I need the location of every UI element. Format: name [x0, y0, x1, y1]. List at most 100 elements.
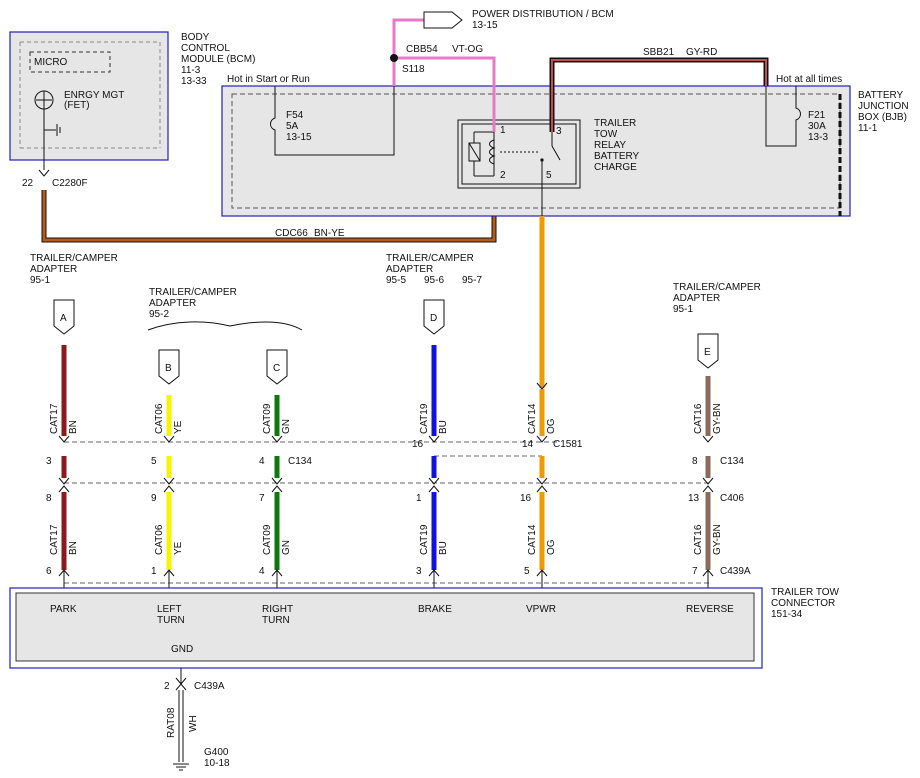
wire-e-pin-c406: 13: [688, 493, 700, 504]
f54-rating: 5A: [286, 121, 299, 132]
wire-c-pin-c439a: 4: [259, 566, 265, 577]
ground-ref: 10-18: [204, 758, 230, 769]
adapter-middle-brace: [147, 321, 303, 331]
bcm-title-1: BODY: [181, 32, 210, 43]
wire-column-b: B CAT06 YE CAT06 YE 5 9 1: [151, 349, 184, 588]
adapter-middle-line-2: ADAPTER: [149, 298, 196, 309]
func-brake: BRAKE: [418, 604, 452, 615]
c439a-label: C439A: [720, 566, 751, 577]
ground-wire: [173, 668, 189, 771]
bcm-module: MICRO ENRGY MGT (FET) BODY CONTROL MODUL…: [9, 31, 255, 170]
adapter-middle-line-1: TRAILER/CAMPER: [149, 287, 237, 298]
wire-og-color-bottom: OG: [546, 539, 557, 555]
trailer-tow-connector: [9, 587, 763, 669]
fuse-f54-icon: [270, 86, 395, 156]
wire-cbb54: [392, 18, 424, 86]
bcm-title-2: CONTROL: [181, 43, 230, 54]
wire-e-circuit-top: CAT16: [693, 403, 704, 434]
wire-d-color-top: BU: [438, 420, 449, 434]
fet-line-2: (FET): [64, 100, 90, 111]
wire-d-pin-c1581: 16: [412, 439, 424, 450]
adapter-right-ref: 95-1: [673, 304, 693, 315]
wire-a-color-bottom: BN: [68, 541, 79, 555]
adapter-tag-d-icon: [423, 299, 445, 335]
fuse-f21-icon: [765, 86, 801, 147]
relay-label-3: RELAY: [594, 140, 626, 151]
wire-c-circuit-bottom: CAT09: [262, 524, 273, 555]
wire-b-color-bottom: YE: [173, 541, 184, 555]
c406-label: C406: [720, 493, 744, 504]
func-left-2: TURN: [157, 615, 185, 626]
wire-b-pin-c439a: 1: [151, 566, 157, 577]
func-right-1: RIGHT: [262, 604, 293, 615]
tag-a: A: [60, 313, 67, 324]
f54-ref: 13-15: [286, 132, 312, 143]
splice-s118-icon: [390, 54, 398, 62]
cbb-color: VT-OG: [452, 44, 483, 55]
bjb-title-3: BOX (BJB): [858, 112, 907, 123]
power-dist-arrow-icon: [423, 11, 463, 29]
tag-e: E: [704, 347, 711, 358]
bcm-pin: 22: [22, 178, 34, 189]
wire-b-pin-c406: 9: [151, 493, 157, 504]
f21-name: F21: [808, 110, 826, 121]
wire-c-pin-c406: 7: [259, 493, 265, 504]
sbb-circuit: SBB21: [643, 47, 675, 58]
wire-c-circuit-top: CAT09: [262, 403, 273, 434]
wire-c-color-top: GN: [281, 419, 292, 434]
relay-label-5: CHARGE: [594, 162, 637, 173]
cdc-color: BN-YE: [314, 228, 345, 239]
ground-color: WH: [188, 715, 199, 732]
adapter-center-line-2: ADAPTER: [386, 264, 433, 275]
relay-label-2: TOW: [594, 129, 618, 140]
wire-d-pin-c406: 1: [416, 493, 422, 504]
wire-a-pin-c134: 3: [46, 456, 52, 467]
wire-d-circuit-top: CAT19: [419, 403, 430, 434]
wire-e-color-top: GY-BN: [712, 403, 723, 434]
connector-ref: 151-34: [771, 609, 803, 620]
connector-gnd: GND: [171, 644, 193, 655]
wire-og-circuit-top: CAT14: [527, 403, 538, 434]
cbb-circuit: CBB54: [406, 44, 438, 55]
wire-og-circuit-bottom: CAT14: [527, 524, 538, 555]
adapter-left-line-1: TRAILER/CAMPER: [30, 253, 118, 264]
wire-e-circuit-bottom: CAT16: [693, 524, 704, 555]
bjb-title-1: BATTERY: [858, 90, 904, 101]
adapter-center-ref-3: 95-7: [462, 275, 482, 286]
wire-column-c: C CAT09 GN CAT09 GN 4 7 4: [259, 349, 292, 588]
wire-column-a: A CAT17 BN CAT17 BN 3 8 6: [46, 299, 79, 588]
func-right-2: TURN: [262, 615, 290, 626]
wire-b-circuit-top: CAT06: [154, 403, 165, 434]
wire-a-pin-c439a: 6: [46, 566, 52, 577]
bcm-ref-1: 11-3: [181, 65, 201, 76]
adapter-tag-c-icon: [266, 349, 288, 385]
adapter-right-line-2: ADAPTER: [673, 293, 720, 304]
fet-line-1: ENRGY MGT: [64, 90, 124, 101]
cdc-circuit: CDC66: [275, 228, 308, 239]
relay-pin-5: 5: [546, 170, 552, 181]
connector-title-1: TRAILER TOW: [771, 587, 840, 598]
adapter-tag-e-icon: [697, 333, 719, 369]
wire-column-vpwr: CAT14 OG CAT14 OG 14 16 5: [520, 382, 557, 588]
relay-label-1: TRAILER: [594, 118, 636, 129]
adapter-middle-ref: 95-2: [149, 309, 169, 320]
func-park: PARK: [50, 604, 77, 615]
c134-label-left: C134: [288, 456, 312, 467]
relay-label-4: BATTERY: [594, 151, 640, 162]
wire-b-color-top: YE: [173, 420, 184, 434]
wire-og-pin-c406: 16: [520, 493, 532, 504]
wire-a-pin-c406: 8: [46, 493, 52, 504]
wire-d-color-bottom: BU: [438, 541, 449, 555]
f21-rating: 30A: [808, 121, 826, 132]
adapter-tag-b-icon: [158, 349, 180, 385]
bjb-title-2: JUNCTION: [858, 101, 909, 112]
bcm-connector: C2280F: [52, 178, 88, 189]
wire-column-e: E CAT16 GY-BN CAT16 GY-BN 8 13 7: [688, 333, 723, 588]
wire-e-pin-c134: 8: [692, 456, 698, 467]
wire-c-pin-c134: 4: [259, 456, 265, 467]
wire-b-pin-c134: 5: [151, 456, 157, 467]
adapter-right-line-1: TRAILER/CAMPER: [673, 282, 761, 293]
f21-ref: 13-3: [808, 132, 828, 143]
wire-a-circuit-top: CAT17: [49, 403, 60, 434]
tag-c: C: [273, 363, 280, 374]
